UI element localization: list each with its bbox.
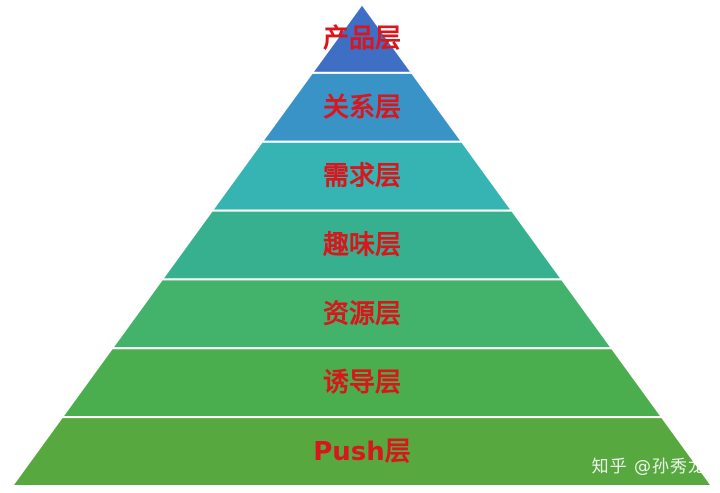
pyramid-layer-label-1: 产品层 <box>323 24 401 54</box>
pyramid-layer-label-6: 诱导层 <box>323 368 401 398</box>
pyramid-layer-label-3: 需求层 <box>323 162 401 192</box>
pyramid-layer-label-5: 资源层 <box>323 299 401 329</box>
pyramid-layer-7 <box>10 416 714 487</box>
pyramid-layer-label-2: 关系层 <box>323 93 401 123</box>
watermark: 知乎 @孙秀龙 <box>591 457 706 477</box>
pyramid-layer-label-4: 趣味层 <box>322 231 401 261</box>
pyramid-layer-label-7: Push层 <box>313 437 411 467</box>
